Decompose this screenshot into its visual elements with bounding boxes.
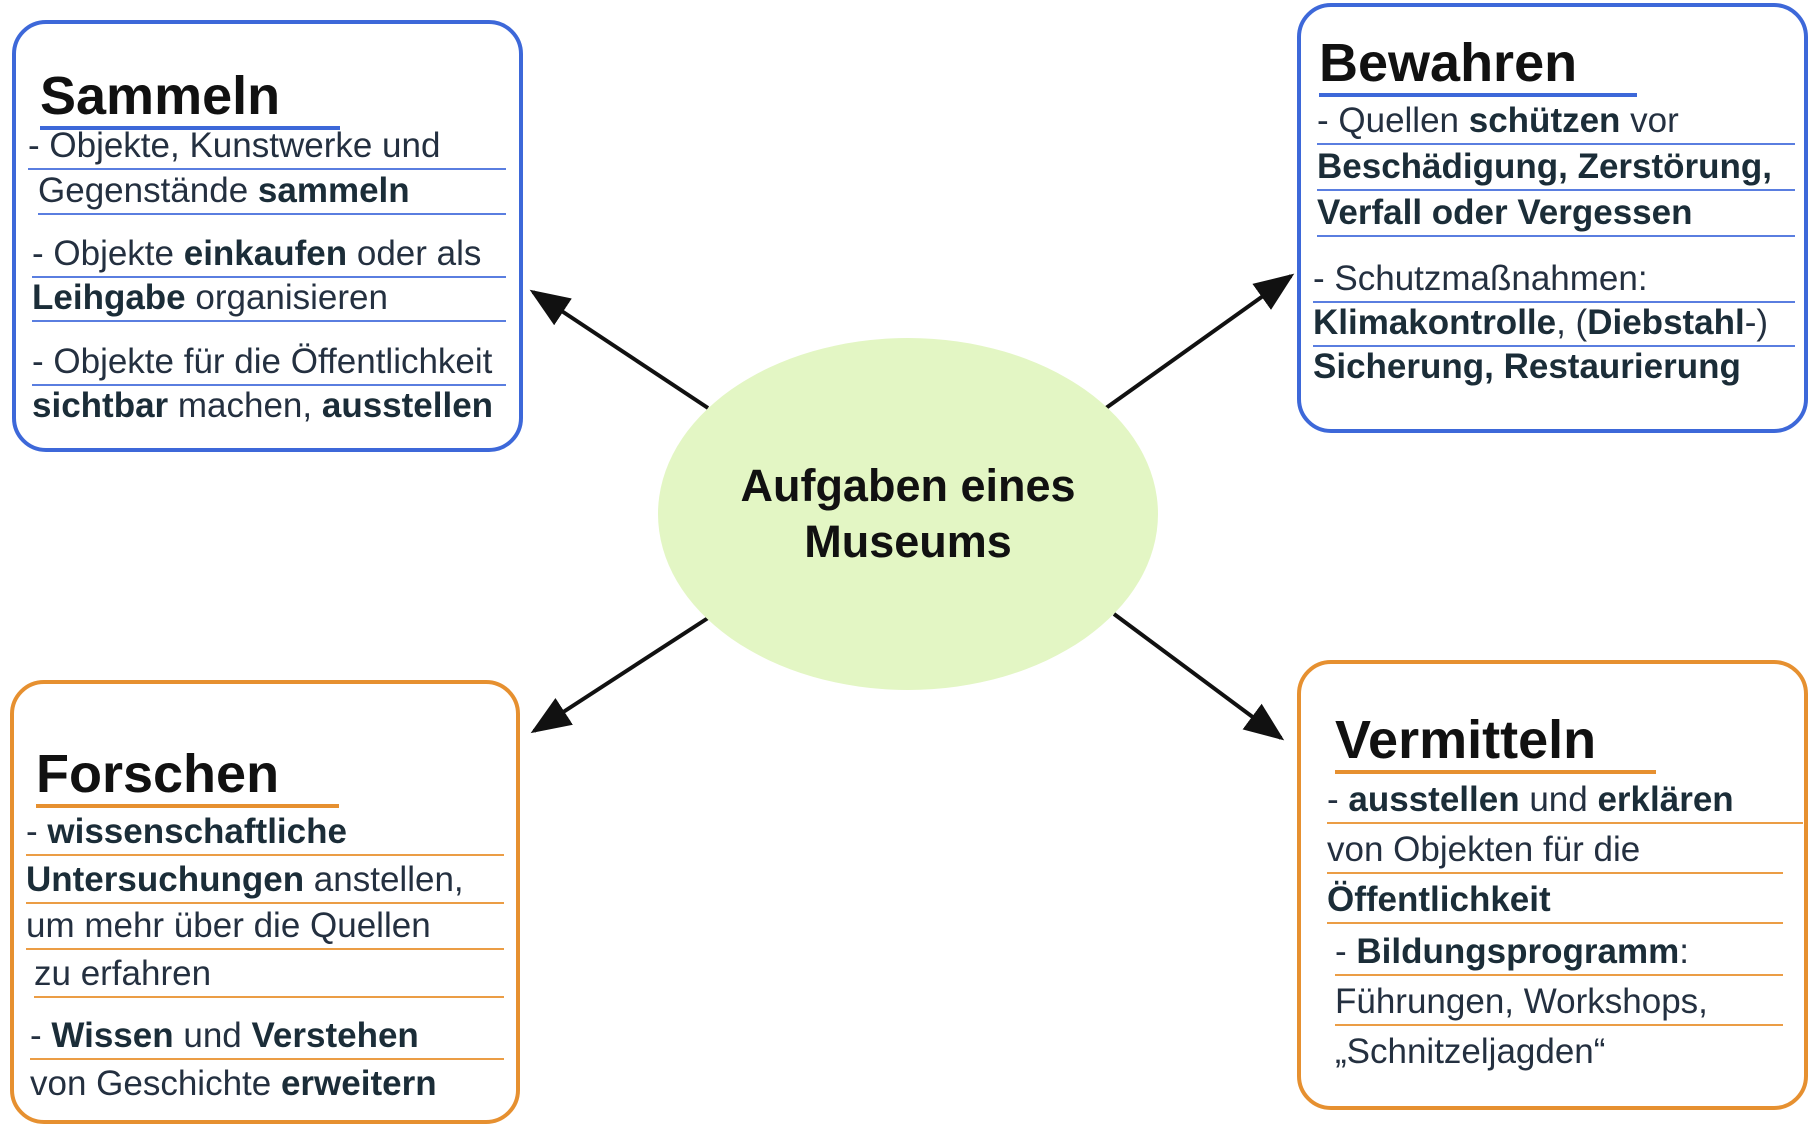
bewahren-line-6: Sicherung, Restaurierung xyxy=(1313,347,1741,386)
sammeln-line-1: - Objekte, Kunstwerke und xyxy=(28,124,506,170)
central-topic: Aufgaben eines Museums xyxy=(658,338,1158,690)
sammeln-line-3: - Objekte einkaufen oder als xyxy=(32,232,506,278)
sammeln-box: Sammeln - Objekte, Kunstwerke und Gegens… xyxy=(12,20,523,452)
bewahren-line-4: - Schutzmaßnahmen: xyxy=(1313,257,1795,303)
central-topic-line2: Museums xyxy=(804,516,1012,567)
sammeln-line-6: sichtbar machen, ausstellen xyxy=(32,386,494,425)
forschen-line-1: - wissenschaftliche xyxy=(26,810,504,856)
sammeln-line-2: Gegenstände sammeln xyxy=(38,169,506,215)
arrow-to-bewahren xyxy=(1104,273,1295,410)
forschen-line-6: von Geschichte erweitern xyxy=(30,1064,437,1103)
vermitteln-line-1: - ausstellen und erklären xyxy=(1327,778,1803,824)
forschen-line-3: um mehr über die Quellen xyxy=(26,904,504,950)
vermitteln-line-6: „Schnitzeljagden“ xyxy=(1335,1032,1606,1071)
vermitteln-line-4: - Bildungsprogramm: xyxy=(1335,930,1783,976)
bewahren-line-5: Klimakontrolle, (Diebstahl-) xyxy=(1313,301,1795,347)
vermitteln-box: Vermitteln - ausstellen und erklären von… xyxy=(1297,660,1808,1110)
arrow-to-vermitteln xyxy=(1112,612,1285,741)
bewahren-line-3: Verfall oder Vergessen xyxy=(1317,191,1795,237)
vermitteln-title: Vermitteln xyxy=(1335,710,1657,774)
forschen-title: Forschen xyxy=(36,744,340,808)
forschen-line-4: zu erfahren xyxy=(34,952,504,998)
bewahren-box: Bewahren - Quellen schützen vor Beschädi… xyxy=(1297,3,1808,433)
bewahren-line-1: - Quellen schützen vor xyxy=(1317,99,1795,145)
sammeln-line-5: - Objekte für die Öffentlichkeit xyxy=(32,340,506,386)
sammeln-line-4: Leihgabe organisieren xyxy=(32,276,506,322)
vermitteln-line-2: von Objekten für die xyxy=(1327,828,1783,874)
arrow-to-sammeln xyxy=(529,289,710,410)
arrow-to-forschen xyxy=(530,616,710,734)
forschen-box: Forschen - wissenschaftliche Untersuchun… xyxy=(10,680,520,1124)
vermitteln-line-5: Führungen, Workshops, xyxy=(1335,980,1783,1026)
vermitteln-line-3: Öffentlichkeit xyxy=(1327,878,1783,924)
forschen-line-5: - Wissen und Verstehen xyxy=(30,1014,504,1060)
bewahren-title: Bewahren xyxy=(1319,33,1638,97)
central-topic-line1: Aufgaben eines xyxy=(740,460,1076,511)
forschen-line-2: Untersuchungen anstellen, xyxy=(26,858,504,904)
sammeln-title: Sammeln xyxy=(40,66,341,130)
bewahren-line-2: Beschädigung, Zerstörung, xyxy=(1317,145,1795,191)
